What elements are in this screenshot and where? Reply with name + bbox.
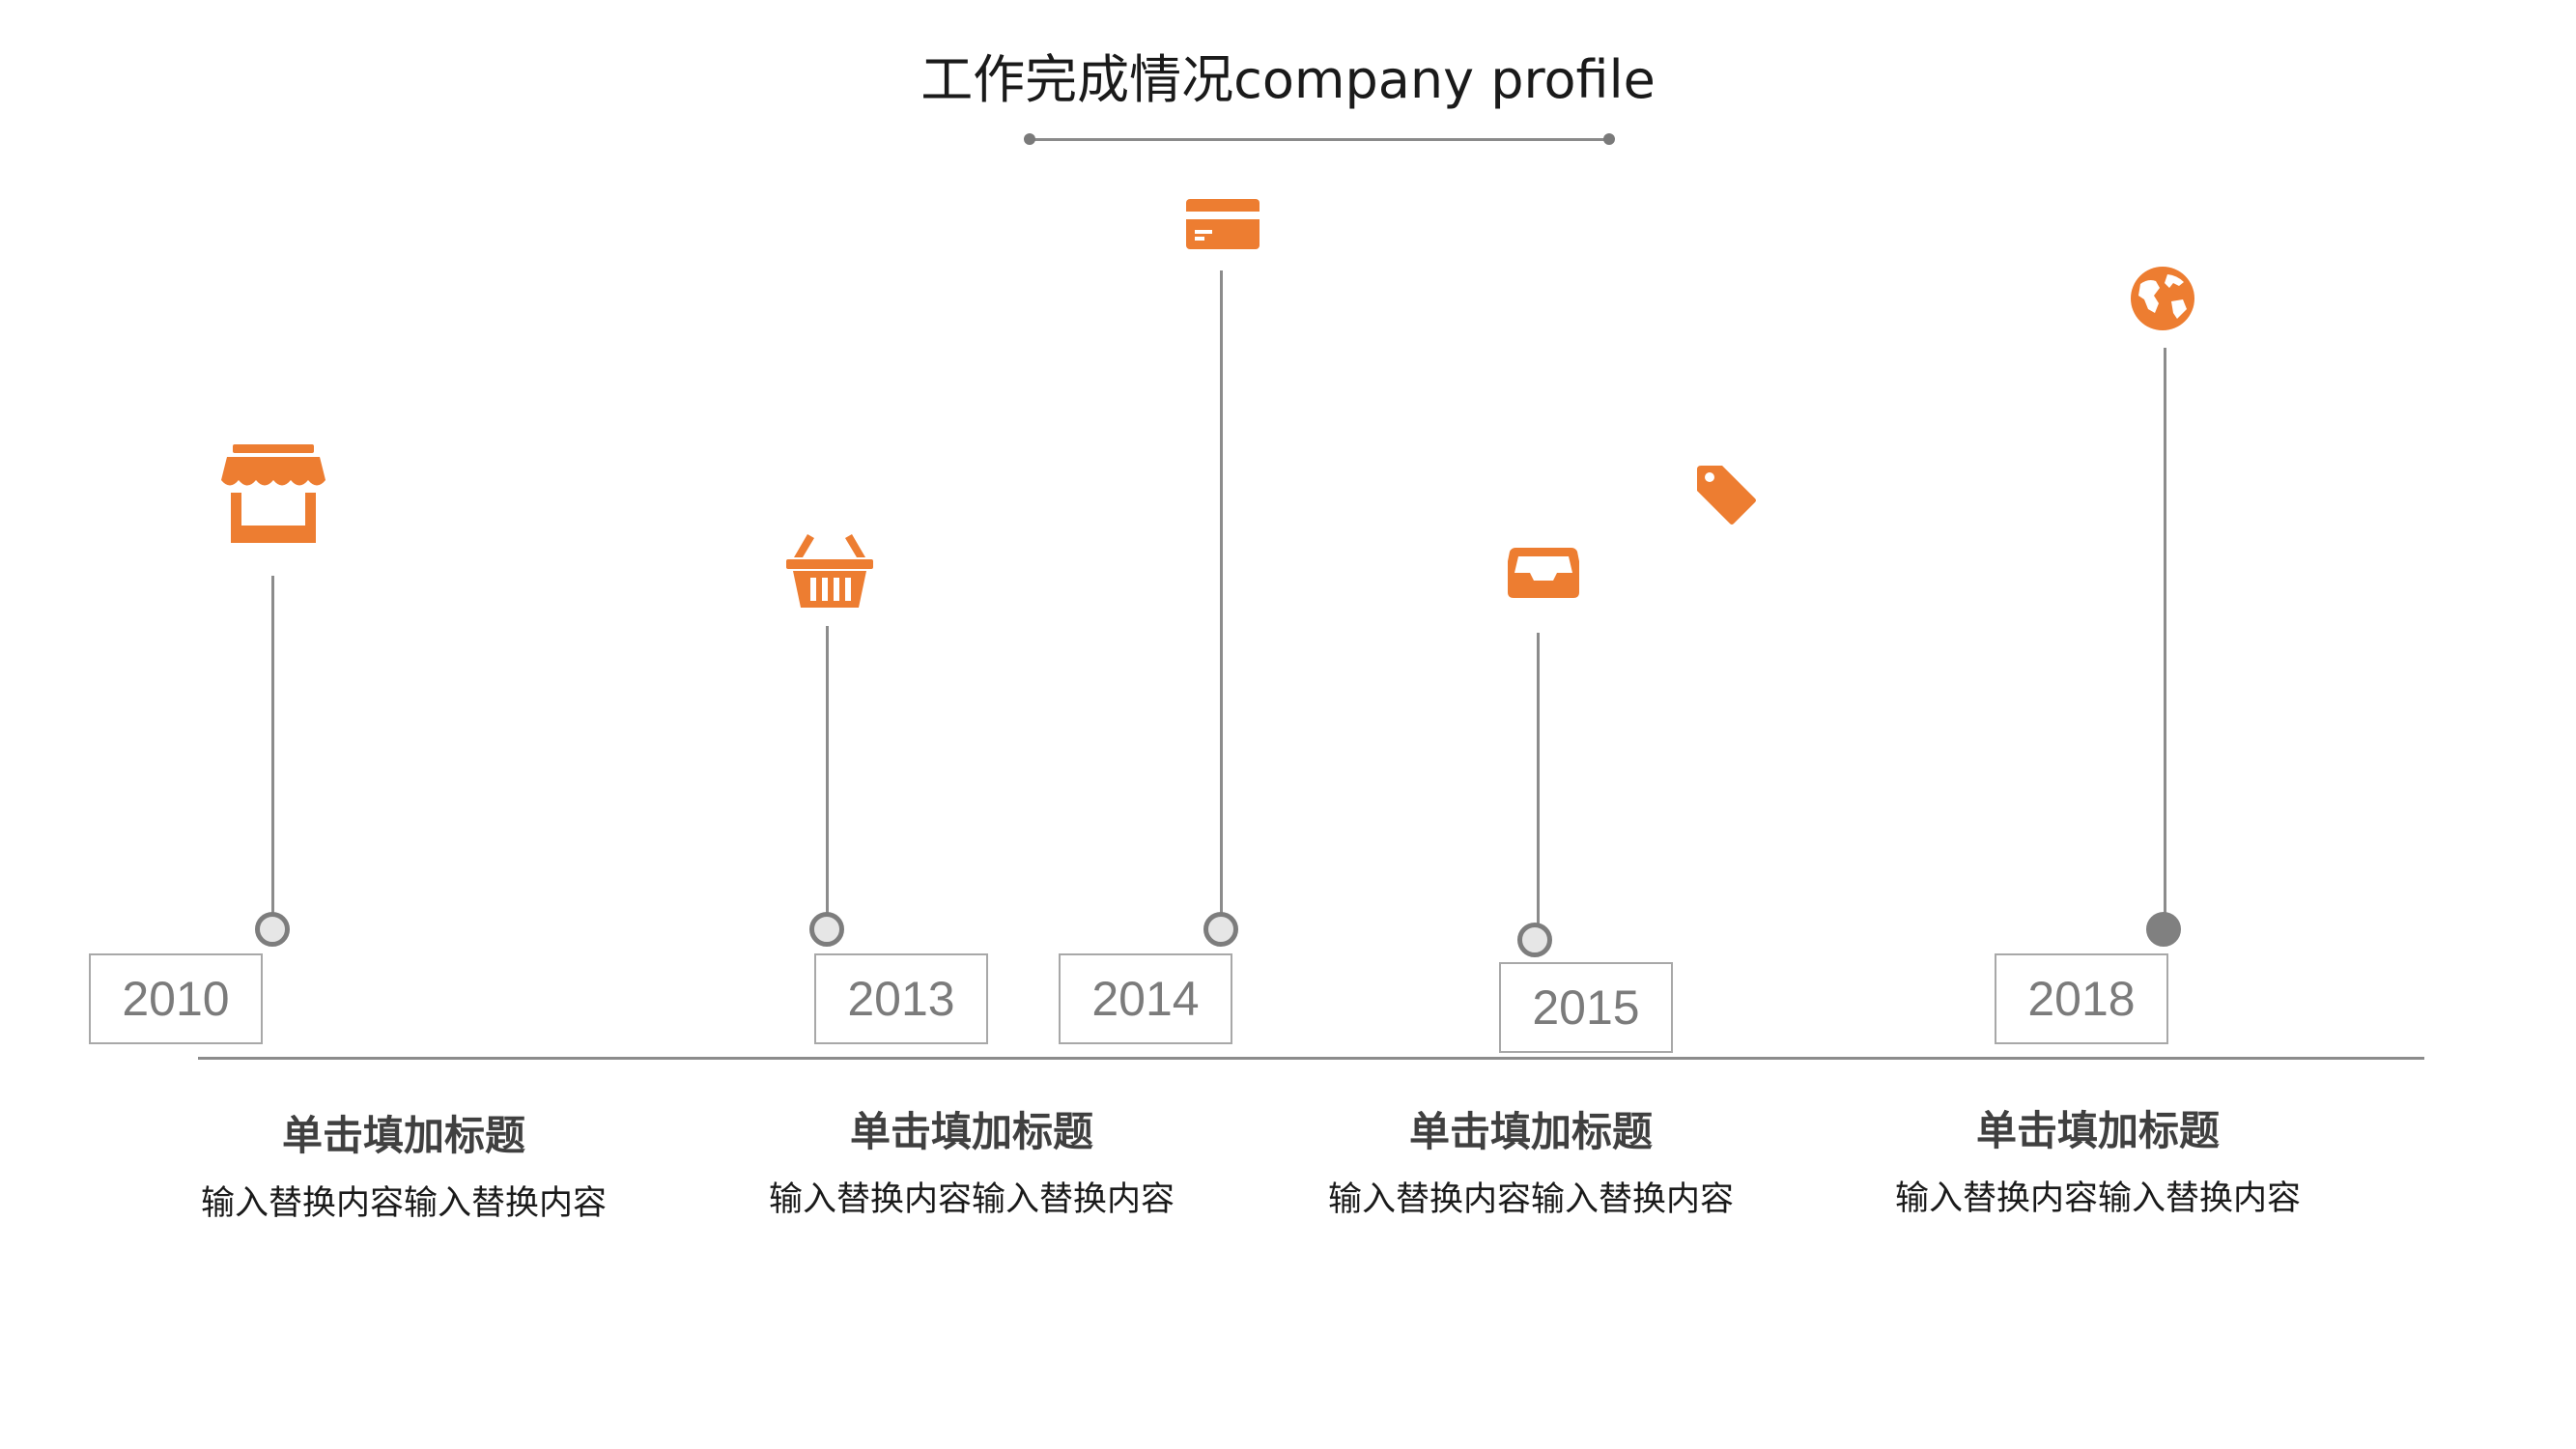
description-title: 单击填加标题 bbox=[1975, 1107, 2220, 1154]
title-divider bbox=[1030, 138, 1609, 141]
milestone-stem-2010 bbox=[271, 576, 274, 914]
title-divider-left-dot bbox=[1024, 133, 1035, 145]
year-label-2014: 2014 bbox=[1059, 953, 1232, 1044]
year-label-2013: 2013 bbox=[814, 953, 988, 1044]
year-label-2015: 2015 bbox=[1499, 962, 1673, 1053]
title-divider-right-dot bbox=[1603, 133, 1615, 145]
description-text: 输入替换内容输入替换内容 bbox=[768, 1180, 1175, 1219]
milestone-node-2014 bbox=[1203, 912, 1238, 947]
description-title: 单击填加标题 bbox=[1408, 1108, 1653, 1155]
storefront-icon bbox=[221, 444, 326, 543]
globe-icon bbox=[2131, 267, 2194, 330]
milestone-node-2013 bbox=[809, 912, 844, 947]
milestone-stem-2018 bbox=[2164, 348, 2166, 914]
milestone-stem-2014 bbox=[1220, 270, 1223, 914]
year-label-2010: 2010 bbox=[89, 953, 263, 1044]
description-text: 输入替换内容输入替换内容 bbox=[1894, 1179, 2301, 1218]
description-text: 输入替换内容输入替换内容 bbox=[200, 1184, 607, 1223]
credit-card-icon bbox=[1186, 199, 1260, 249]
inbox-tray-icon bbox=[1508, 548, 1579, 598]
description-block-3: 单击填加标题 输入替换内容输入替换内容 bbox=[1280, 1099, 1782, 1221]
milestone-stem-2013 bbox=[826, 626, 829, 914]
description-block-4: 单击填加标题 输入替换内容输入替换内容 bbox=[1847, 1098, 2349, 1220]
description-title: 单击填加标题 bbox=[849, 1108, 1093, 1155]
milestone-stem-2015 bbox=[1537, 633, 1540, 924]
price-tag-icon bbox=[1697, 464, 1757, 526]
shopping-basket-icon bbox=[786, 534, 873, 608]
milestone-node-2015 bbox=[1517, 923, 1552, 957]
timeline-baseline bbox=[198, 1057, 2424, 1060]
milestone-node-2010 bbox=[255, 912, 290, 947]
page-title: 工作完成情况company profile bbox=[920, 49, 1656, 110]
year-label-2018: 2018 bbox=[1995, 953, 2168, 1044]
description-text: 输入替换内容输入替换内容 bbox=[1327, 1180, 1734, 1219]
description-block-1: 单击填加标题 输入替换内容输入替换内容 bbox=[153, 1103, 655, 1225]
description-block-2: 单击填加标题 输入替换内容输入替换内容 bbox=[721, 1099, 1223, 1221]
description-title: 单击填加标题 bbox=[281, 1112, 525, 1159]
milestone-node-2018 bbox=[2146, 912, 2181, 947]
